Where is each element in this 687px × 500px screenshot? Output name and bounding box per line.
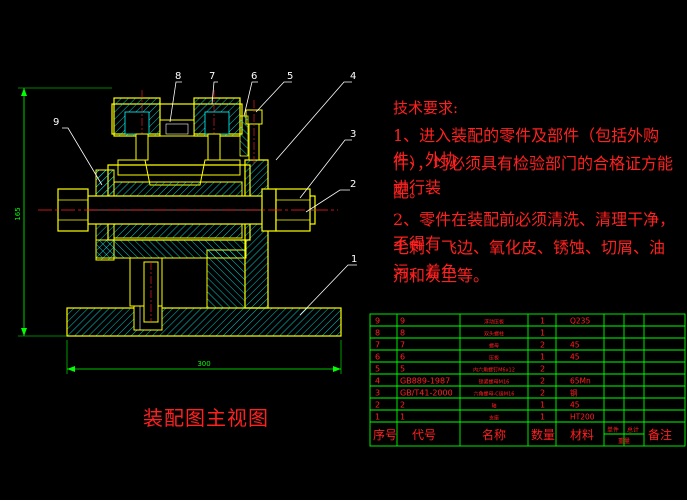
bom-cell-no: 9 — [375, 317, 380, 326]
notes-line-3: 配。 — [393, 182, 426, 201]
bom-cell-code: 8 — [400, 329, 405, 338]
balloon-9: 9 — [53, 117, 59, 128]
bom-cell-material: 45 — [570, 401, 580, 410]
bom-cell-name: 双头螺柱 — [484, 331, 504, 338]
bom-header-material: 材料 — [570, 428, 594, 442]
bom-cell-qty: 1 — [540, 401, 545, 410]
bom-cell-no: 1 — [375, 413, 380, 422]
bom-cell-code: 6 — [400, 353, 405, 362]
balloon-8: 8 — [175, 71, 181, 82]
bom-cell-name: 内六角螺钉M6x12 — [473, 367, 515, 374]
width-dimension-text: 300 — [197, 360, 210, 368]
balloon-5: 5 — [287, 71, 293, 82]
balloon-7: 7 — [209, 71, 215, 82]
bom-cell-material: Q235 — [570, 317, 590, 326]
notes-title: 技术要求: — [393, 99, 459, 117]
balloon-3: 3 — [350, 129, 356, 140]
drawing-caption: 装配图主视图 — [143, 406, 269, 430]
height-dimension-text: 165 — [14, 207, 22, 220]
bom-text: 9 9 浮动压板 1 Q235 8 8 双头螺柱 1 7 7 螺母 2 45 6 6 压板 1 45 5 5 内六角螺钉M… — [373, 317, 672, 446]
bom-cell-qty: 1 — [540, 317, 545, 326]
bom-cell-name: 螺母 — [489, 343, 499, 350]
notes-line-5: 毛刺、飞边、氧化皮、锈蚀、切屑、油污、着色 — [393, 238, 666, 281]
balloon-4: 4 — [350, 71, 356, 82]
bom-cell-material: HT200 — [570, 413, 595, 422]
pressure-plate — [111, 90, 243, 161]
bom-cell-material: 65Mn — [570, 377, 591, 386]
bom-cell-no: 3 — [375, 389, 380, 398]
balloon-1: 1 — [351, 254, 357, 265]
bom-cell-name: 六角螺母-C级M16 — [474, 391, 515, 398]
bom-cell-name: 浮动压板 — [484, 319, 504, 326]
bom-header-no: 序号 — [373, 427, 397, 442]
bom-header-weight: 重量 — [618, 437, 630, 445]
bom-cell-code: 7 — [400, 341, 405, 350]
bom-cell-code: 1 — [400, 413, 405, 422]
height-dimension: 165 — [14, 87, 112, 337]
bom-table — [369, 313, 686, 447]
bom-cell-qty: 1 — [540, 353, 545, 362]
bom-cell-name: 支座 — [489, 415, 499, 422]
bom-cell-no: 8 — [375, 329, 380, 338]
notes-line-4: 2、零件在装配前必须清洗、清理干净，不得有 — [393, 210, 676, 253]
bom-cell-no: 6 — [375, 353, 380, 362]
notes-line-2: 件），均必须具有检验部门的合格证方能进行装 — [393, 154, 674, 197]
bom-header-qty: 数量 — [531, 427, 555, 442]
bom-cell-name: 轴 — [491, 403, 496, 410]
bom-cell-no: 7 — [375, 341, 380, 350]
bom-cell-no: 4 — [375, 377, 380, 386]
balloon-6: 6 — [251, 71, 257, 82]
bom-cell-code: 9 — [400, 317, 405, 326]
bom-cell-qty: 1 — [540, 413, 545, 422]
bom-cell-material: 钢 — [570, 388, 578, 398]
bom-cell-qty: 2 — [540, 341, 545, 350]
leaders — [62, 81, 357, 316]
bom-cell-material: 45 — [570, 341, 580, 350]
width-dimension: 300 — [66, 340, 342, 374]
socket-screw — [239, 100, 263, 166]
bom-cell-code: 2 — [400, 401, 405, 410]
bom-header-name: 名称 — [482, 427, 506, 442]
bom-header-remark: 备注 — [648, 427, 672, 442]
bom-cell-name: 锁紧螺母M16 — [479, 379, 510, 386]
bom-header-unit: 单件 — [607, 426, 619, 434]
bom-cell-qty: 2 — [540, 365, 545, 374]
bom-cell-no: 5 — [375, 365, 380, 374]
notes-line-1: 1、进入装配的零件及部件（包括外购件、外协 — [393, 126, 660, 169]
bom-cell-qty: 2 — [540, 377, 545, 386]
balloon-labels: 1 2 3 4 5 6 7 8 9 — [53, 71, 357, 265]
base-plate — [66, 299, 342, 337]
balloon-2: 2 — [350, 179, 356, 190]
bom-header-code: 代号 — [412, 428, 436, 442]
bom-cell-code: 5 — [400, 365, 405, 374]
bom-cell-material: 45 — [570, 353, 580, 362]
bom-cell-no: 2 — [375, 401, 380, 410]
bom-cell-code: GB/T41-2000 — [400, 389, 453, 398]
bom-cell-code: GB889-1987 — [400, 377, 450, 386]
bom-cell-name: 压板 — [489, 355, 499, 362]
notes-line-6: 剂和灰尘等。 — [393, 266, 490, 285]
bom-cell-qty: 1 — [540, 329, 545, 338]
bom-cell-qty: 2 — [540, 389, 545, 398]
bom-header-total: 总计 — [627, 426, 639, 434]
